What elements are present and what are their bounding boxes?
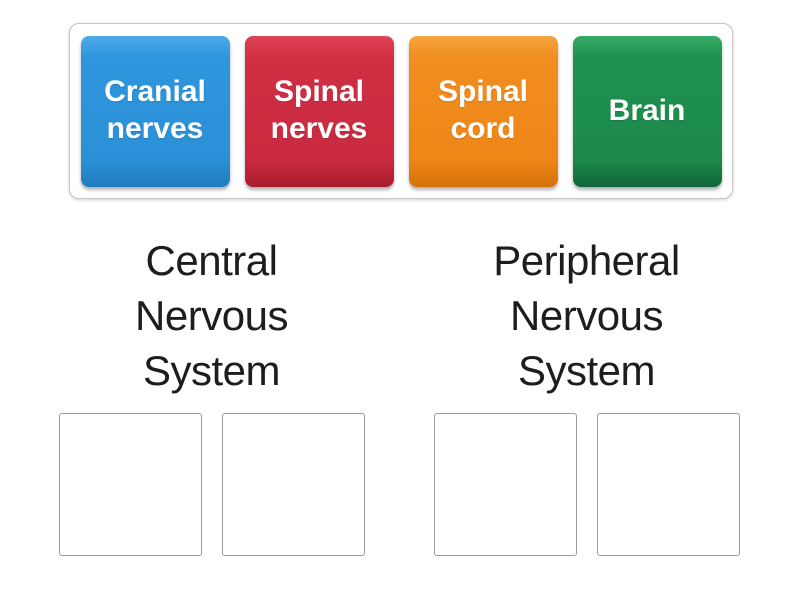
tile-cranial-nerves[interactable]: Cranial nerves (80, 35, 230, 187)
tile-tray: Cranial nerves Spinal nerves Spinal cord… (69, 23, 733, 199)
drop-slot-central-1[interactable] (58, 413, 202, 556)
tile-label: Cranial nerves (104, 75, 206, 145)
group-peripheral-nervous-system: Peripheral Nervous System (425, 233, 748, 556)
tile-brain[interactable]: Brain (572, 35, 722, 187)
drop-slot-peripheral-2[interactable] (596, 413, 740, 556)
group-title-central: Central Nervous System (135, 237, 288, 394)
drop-slot-peripheral-1[interactable] (433, 413, 577, 556)
group-title-peripheral: Peripheral Nervous System (493, 237, 680, 394)
tile-label: Brain (608, 93, 686, 127)
group-central-nervous-system: Central Nervous System (50, 233, 373, 556)
tile-spinal-nerves[interactable]: Spinal nerves (244, 35, 394, 187)
drop-slot-central-2[interactable] (221, 413, 365, 556)
slot-row (50, 413, 373, 556)
tile-label: Spinal cord (437, 75, 528, 145)
tile-label: Spinal nerves (270, 75, 368, 145)
tile-spinal-cord[interactable]: Spinal cord (408, 35, 558, 187)
slot-row (425, 413, 748, 556)
